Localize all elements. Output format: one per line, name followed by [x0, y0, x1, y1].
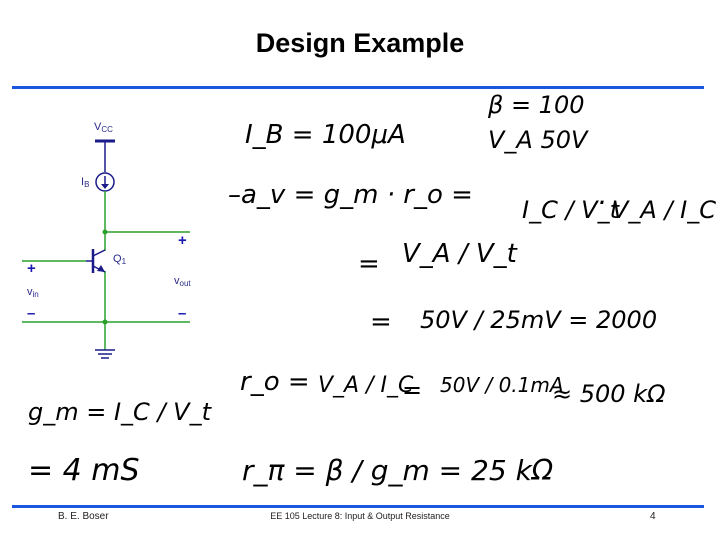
- bottom-divider: [12, 505, 704, 508]
- hw-ro-lhs: r_o =: [240, 367, 310, 397]
- hw-eq1: =: [358, 249, 380, 279]
- hw-ro-num: 50V / 0.1mA: [440, 373, 564, 397]
- vout-plus: +: [178, 232, 187, 249]
- npn-transistor-icon: [86, 249, 106, 273]
- hw-av-lhs: –a_v = g_m · r_o =: [228, 180, 473, 210]
- hw-ro-result: ≈ 500 kΩ: [552, 380, 666, 408]
- hw-gm-lhs: g_m = I_C / V_t: [28, 398, 213, 426]
- collector-node: [102, 229, 108, 235]
- emitter-node: [102, 319, 108, 325]
- hw-rpi: r_π = β / g_m = 25 kΩ: [242, 454, 554, 487]
- vin-plus: +: [27, 260, 36, 277]
- hw-beta: β = 100: [487, 91, 585, 119]
- handwritten-notes: I_B = 100μA β = 100 V_A 50V –a_v = g_m ·…: [28, 91, 716, 488]
- top-divider: [12, 86, 704, 89]
- hw-va: V_A 50V: [488, 126, 589, 154]
- hw-ib: I_B = 100μA: [245, 120, 406, 150]
- q1-label: Q1: [113, 253, 127, 266]
- hw-va-over-ic: V_A / I_C: [612, 196, 716, 224]
- vin-minus: –: [27, 305, 35, 322]
- hw-gain-num: 50V / 25mV = 2000: [420, 306, 657, 334]
- slide-title: Design Example: [255, 28, 465, 58]
- vout-minus: –: [178, 305, 186, 322]
- vcc-label: VCC: [94, 121, 113, 134]
- hw-ic-over-vt: I_C / V_t: [522, 196, 621, 224]
- footer-author: B. E. Boser: [58, 511, 109, 522]
- vin-label: vin: [27, 286, 39, 299]
- ib-label: IB: [81, 176, 89, 189]
- hw-va-vt: V_A / V_t: [402, 239, 518, 269]
- circuit-schematic: VCC IB Q1 + – vin +: [22, 121, 191, 359]
- hw-ro-eq: =: [402, 376, 422, 404]
- vout-label: vout: [174, 275, 191, 288]
- footer-course: EE 105 Lecture 8: Input & Output Resista…: [270, 511, 450, 521]
- hw-dot: ·: [597, 186, 606, 219]
- hw-gm-value: = 4 mS: [28, 453, 140, 488]
- hw-eq2: =: [370, 307, 392, 337]
- ground-icon: [95, 349, 115, 359]
- footer-page-number: 4: [650, 511, 656, 522]
- hw-ro-frac: V_A / I_C: [318, 373, 414, 398]
